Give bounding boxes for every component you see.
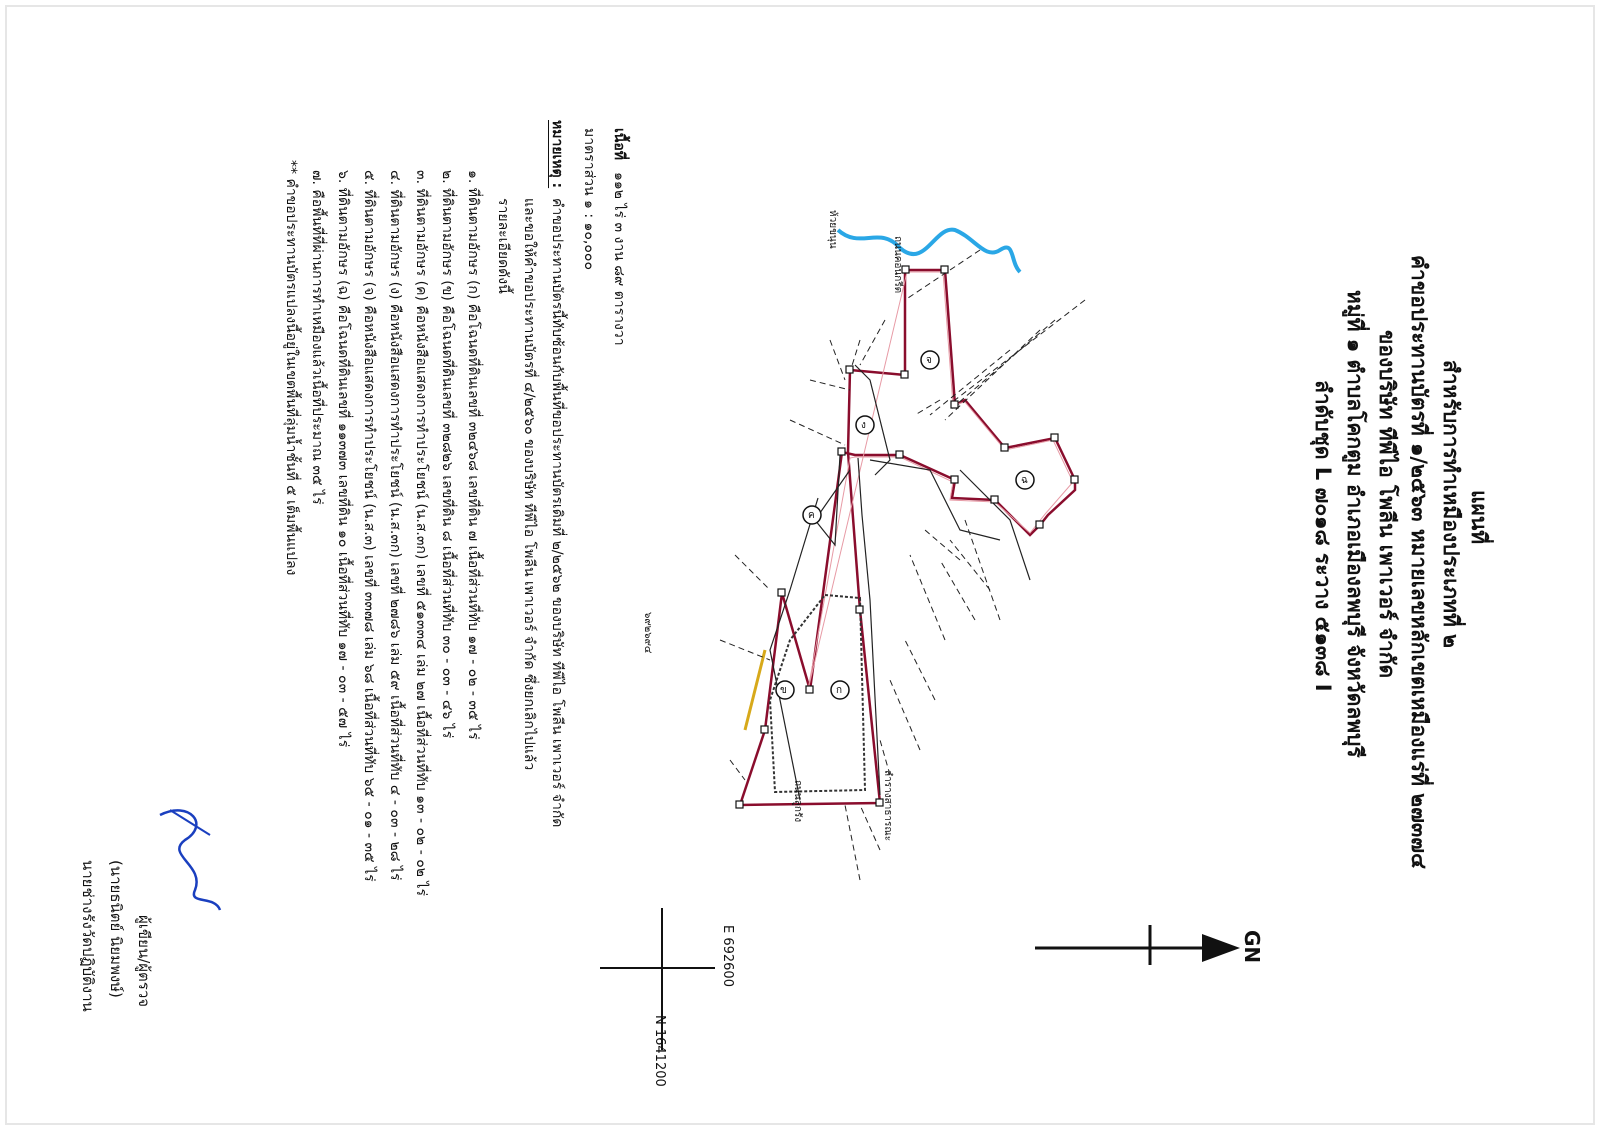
grid-east-label: E 692600 xyxy=(720,925,735,987)
road-top-label: ถนนคอนกรีต xyxy=(892,236,903,294)
signature-role: ผู้เขียน/ผู้ตรวจ xyxy=(135,915,153,1008)
note-line-6: ๓. ที่ดินตามอักษร (ค) คือหนังสือแสดงการท… xyxy=(413,170,429,896)
note-line-4: ๑. ที่ดินตามอักษร (ก) คือโฉนดที่ดินเลขที… xyxy=(465,170,481,740)
river-line xyxy=(836,227,1022,274)
area-value: ๑๑๒ ไร่ ๓ งาน ๘๙ ตารางวา xyxy=(611,172,627,346)
scale-label: มาตราส่วน ๑ : ๑๐,๐๐๐ xyxy=(581,128,597,271)
title-5: หมู่ที่ ๑ ตำบลโคกตูม อำเภอเมืองลพบุรี จั… xyxy=(1343,290,1367,758)
parcel-markers xyxy=(775,350,1035,700)
grid-north-label: N 1641200 xyxy=(652,1015,667,1087)
parcel-letter-a: ก xyxy=(836,685,843,696)
signature-mark xyxy=(159,809,222,911)
title-4: ของบริษัท ทีพีไอ โพลีน เพาเวอร์ จำกัด xyxy=(1375,330,1399,679)
road-bottom-label: ถนนลูกรัง xyxy=(792,780,803,823)
notes-head: หมายเหตุ : xyxy=(549,120,565,189)
note-line-10: ๗. คือพื้นที่ที่ผ่านการทำเหมืองแล้วเนื้อ… xyxy=(309,170,325,505)
note-line-2: และขอให้คำขอประทานบัตรที่ ๔/๒๕๖๐ ของบริษ… xyxy=(521,198,537,771)
grid-cross xyxy=(600,908,715,1050)
note-line-11: ** คำขอประทานบัตรแปลงนี้อยู่ในเขตพื้นที่… xyxy=(283,160,299,576)
yellow-edge xyxy=(743,649,767,731)
title-3: คำขอประทานบัตรที่ ๑/๒๕๖๓ หมายเลขหลักเขตเ… xyxy=(1407,255,1431,869)
canal-label: ห้วยขนุน xyxy=(827,210,838,249)
parcel-letter-f: ฉ xyxy=(1021,475,1028,486)
signature-title: นายช่างรังวัดปฏิบัติงาน xyxy=(79,860,97,1012)
note-line-5: ๒. ที่ดินตามอักษร (ข) คือโฉนดที่ดินเลขที… xyxy=(439,170,455,739)
corner-markers xyxy=(735,265,1079,809)
note-line-7: ๔. ที่ดินตามอักษร (ง) คือหนังสือแสดงการท… xyxy=(387,170,403,881)
concession-boundary xyxy=(738,268,1077,807)
note-line-8: ๕. ที่ดินตามอักษร (จ) คือหนังสือแสดงการท… xyxy=(361,170,377,882)
title-2: สำหรับการทำเหมืองประเภทที่ ๒ xyxy=(1439,360,1463,648)
note-line-1: คำขอประทานบัตรนี้ทับซ้อนกับพื้นที่ขอประท… xyxy=(549,198,565,828)
note-line-3: รายละเอียดดังนี้ xyxy=(495,198,511,294)
gn-label: GN xyxy=(1240,930,1264,964)
signature-name: (นายธนิตย์ นิยมพงษ์) xyxy=(107,860,125,998)
title-6: ลำดับชุด L ๗๐๑๘ ระวาง ๕๑๓๘ I xyxy=(1311,380,1335,692)
north-arrow xyxy=(1035,925,1240,965)
parcel-letter-d: ง xyxy=(861,420,866,431)
leader-lines xyxy=(719,249,1086,881)
note-line-9: ๖. ที่ดินตามอักษร (ฉ) คือโฉนดที่ดินเลขที… xyxy=(335,170,351,748)
stream-label: ลำรางสาธารณะ xyxy=(882,770,893,842)
concession-boundary-inner xyxy=(807,271,1074,691)
parcel-lines xyxy=(769,364,1031,801)
parcel-letter-b: ข xyxy=(780,685,787,696)
parcel-letter-c: ค xyxy=(808,510,815,521)
coord-label: ๖๙๒๖๙๔ xyxy=(642,612,653,654)
title-main: แผนที่ xyxy=(1467,490,1491,545)
parcel-letter-e: จ xyxy=(926,355,932,366)
mined-area xyxy=(768,593,867,794)
area-label: เนื้อที่ xyxy=(611,128,627,160)
